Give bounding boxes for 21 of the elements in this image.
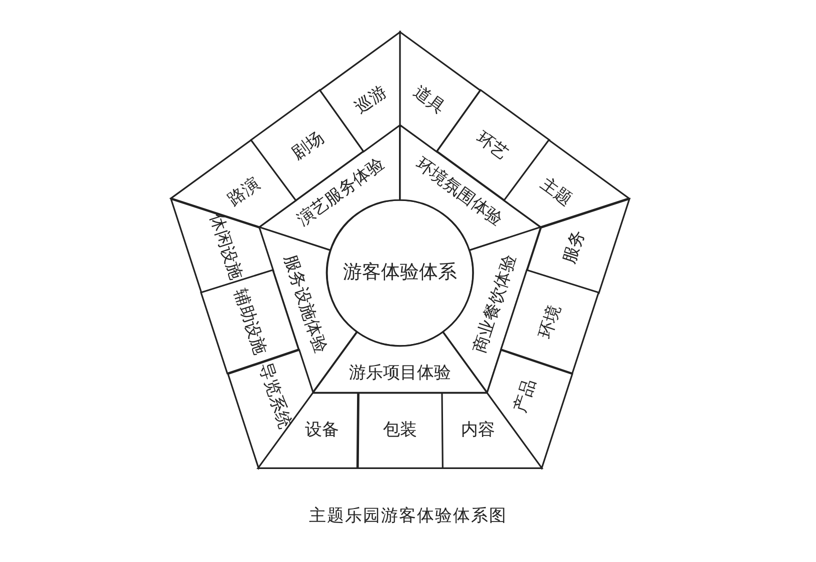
cell-label: 休闲设施 — [206, 212, 246, 283]
cell-label: 内容 — [461, 420, 496, 440]
cell-label: 服务设施体验 — [280, 252, 330, 356]
caption: 主题乐园游客体验体系图 — [309, 506, 507, 525]
cell-label: 路演 — [224, 174, 264, 210]
cell-label: 剧场 — [288, 128, 328, 164]
cell-label: 包装 — [382, 420, 417, 440]
cell-label: 商业餐饮体验 — [470, 252, 520, 356]
cell-label: 辅助设施 — [230, 286, 270, 358]
cell-label: 产品 — [510, 376, 540, 416]
cell-label: 游乐项目体验 — [348, 362, 451, 383]
cell-label: 服务 — [559, 228, 589, 266]
center-label: 游客体验体系 — [343, 263, 457, 283]
cell-label: 环艺 — [472, 128, 512, 164]
cell-label: 导览系统 — [254, 360, 295, 432]
cell-label: 道具 — [410, 82, 449, 118]
cell-label: 设备 — [304, 420, 339, 440]
cell-label: 环境 — [534, 302, 564, 341]
cell-label: 巡游 — [351, 82, 390, 118]
cell-label: 主题 — [536, 174, 576, 210]
ring-cell — [356, 392, 444, 469]
